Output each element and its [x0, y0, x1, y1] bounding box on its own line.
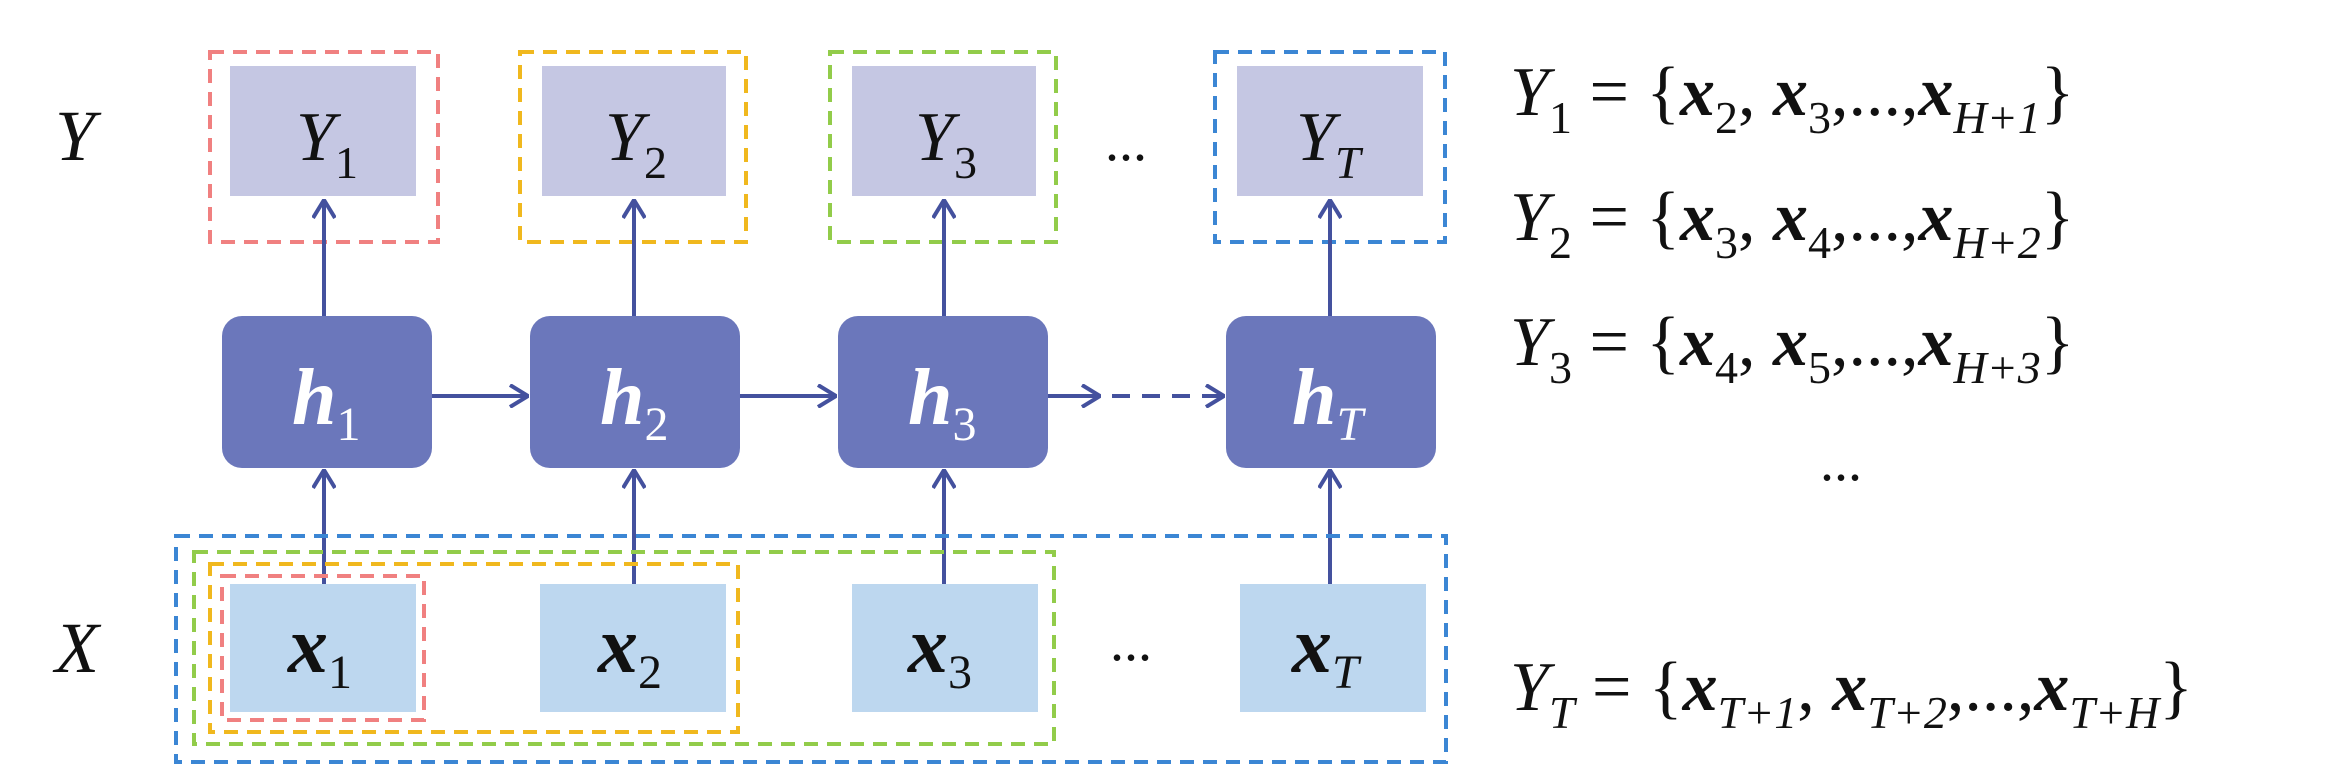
y-label-3: Y3: [915, 99, 977, 188]
equation-1: Y1 = {x2, x3,...,xH+1}: [1510, 54, 2074, 143]
equation-1-text: Y1 = {x2, x3,...,xH+1}: [1510, 54, 2074, 143]
h-label-3: h3: [908, 354, 977, 451]
y-box-1: Y1: [208, 50, 440, 244]
window-3: [192, 550, 1056, 746]
hidden-state-1: h1: [222, 316, 432, 468]
x-row-label: X: [52, 608, 102, 688]
y-label-T: YT: [1296, 99, 1364, 188]
h-box-T: [1226, 316, 1436, 468]
equation-T: YT = {xT+1, xT+2,...,xT+H}: [1510, 649, 2193, 738]
equation-2-text: Y2 = {x3, x4,...,xH+2}: [1510, 179, 2074, 268]
h-label-2: h2: [600, 354, 669, 451]
y-label-1: Y1: [296, 99, 358, 188]
h-box-2: [530, 316, 740, 468]
x-input-1: x1: [230, 584, 416, 712]
x-label-3: x3: [907, 602, 972, 699]
y-fill-3: [852, 66, 1036, 196]
hidden-state-2: h2: [530, 316, 740, 468]
y-fill-T: [1237, 66, 1423, 196]
equation-3: Y3 = {x4, x5,...,xH+3}: [1510, 304, 2074, 393]
x-fill-1: [230, 584, 416, 712]
x-ellipsis: ...: [1110, 611, 1152, 673]
h-label-1: h1: [292, 354, 361, 451]
x-label-2: x2: [597, 602, 662, 699]
x-input-T: xT: [1240, 584, 1426, 712]
hidden-state-3: h3: [838, 316, 1048, 468]
y-row-label: Y: [55, 96, 102, 176]
y-fill-2: [542, 66, 726, 196]
window-1: [220, 574, 426, 722]
y-fill-1: [230, 66, 416, 196]
window-T: [174, 534, 1448, 764]
x-input-3: x3: [852, 584, 1038, 712]
x-fill-3: [852, 584, 1038, 712]
h-label-T: hT: [1292, 354, 1367, 451]
equation-T-text: YT = {xT+1, xT+2,...,xT+H}: [1510, 649, 2193, 738]
y-label-2: Y2: [605, 99, 667, 188]
equation-3-text: Y3 = {x4, x5,...,xH+3}: [1510, 304, 2074, 393]
h-box-3: [838, 316, 1048, 468]
y-ellipsis: ...: [1105, 111, 1147, 173]
hidden-state-T: hT: [1226, 316, 1436, 468]
window-2: [208, 562, 740, 734]
x-label-1: x1: [287, 602, 352, 699]
y-box-2: Y2: [518, 50, 748, 244]
x-fill-T: [1240, 584, 1426, 712]
h-box-1: [222, 316, 432, 468]
x-input-2: x2: [540, 584, 726, 712]
x-label-T: xT: [1291, 602, 1362, 699]
equation-2: Y2 = {x3, x4,...,xH+2}: [1510, 179, 2074, 268]
equation-ellipsis: ...: [1820, 431, 1862, 493]
x-fill-2: [540, 584, 726, 712]
y-box-T: YT: [1213, 50, 1447, 244]
